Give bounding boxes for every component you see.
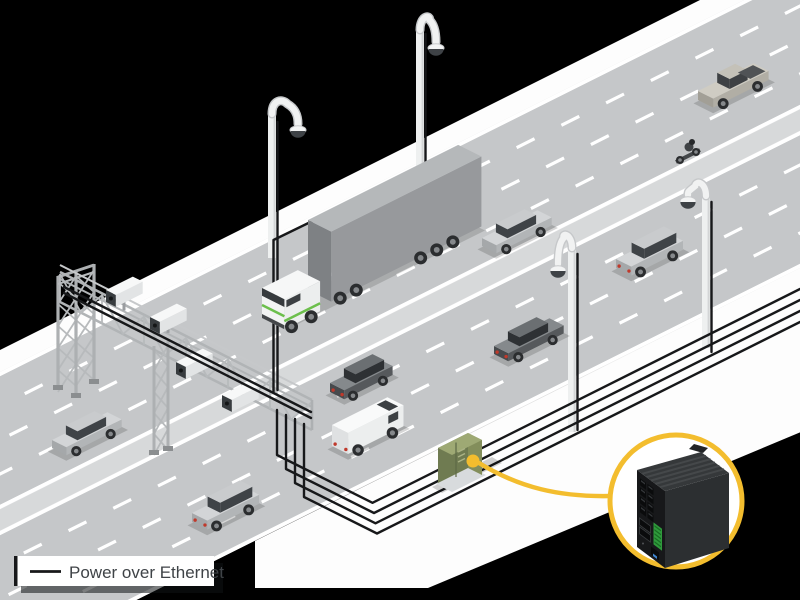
pole-camera-top-mid xyxy=(415,12,445,172)
vehicle-layer xyxy=(47,63,775,536)
vehicle-dark-sedan xyxy=(489,317,570,367)
road-edge-line xyxy=(0,130,800,536)
vehicle-silver-sedan-left xyxy=(47,411,128,461)
road-edge-line xyxy=(0,104,800,510)
vehicle-silver-wagon xyxy=(611,226,690,282)
dome-lens xyxy=(290,131,306,138)
dome-lens xyxy=(550,271,566,278)
lane-dash-line xyxy=(0,163,800,567)
near-shoulder-apron xyxy=(255,268,800,588)
gantry-beam-run-2 xyxy=(62,291,313,420)
lane-dash-line xyxy=(0,197,800,600)
trunk-cable-2 xyxy=(284,298,800,515)
switch-callout xyxy=(466,432,745,570)
vehicle-dark-hatchback xyxy=(325,354,399,405)
median-strip xyxy=(0,109,800,531)
lane-dash-line xyxy=(62,231,800,600)
legend-left-bar xyxy=(14,556,18,586)
switch-side-face xyxy=(665,473,729,568)
lane-dash-line xyxy=(0,72,800,476)
legend-group: Power over Ethernet xyxy=(14,556,224,593)
gantry-beam-run-1 xyxy=(62,285,313,414)
cabinet-top xyxy=(438,433,482,455)
vehicle-white-van xyxy=(327,397,410,460)
pole-camera-right xyxy=(679,178,711,348)
gantry-camera-1 xyxy=(106,276,143,311)
dome-lens xyxy=(428,49,444,56)
road-edge-line xyxy=(127,263,800,600)
trunk-cable-1 xyxy=(275,287,800,504)
callout-group xyxy=(466,432,745,570)
vehicle-silver-sedan-upper xyxy=(477,209,558,259)
pole-camera-top-left xyxy=(267,96,307,258)
vehicle-pickup-truck xyxy=(693,63,775,114)
trunk-cable-4 xyxy=(302,320,800,535)
dome-lens xyxy=(680,202,696,209)
lower-carriageway xyxy=(0,131,800,600)
poe-switch-device xyxy=(637,444,729,568)
gantry-camera-2 xyxy=(150,303,187,334)
cable-layer xyxy=(62,32,800,535)
vehicle-motorcycle xyxy=(675,139,701,164)
trunk-cable-3 xyxy=(293,309,800,525)
cabinet-plinth xyxy=(436,467,486,492)
callout-line xyxy=(476,460,613,499)
vehicle-silver-suv-bottom xyxy=(187,480,266,536)
callout-dot xyxy=(466,454,480,468)
vehicle-semi-truck xyxy=(261,144,485,334)
legend-label: Power over Ethernet xyxy=(69,563,224,582)
